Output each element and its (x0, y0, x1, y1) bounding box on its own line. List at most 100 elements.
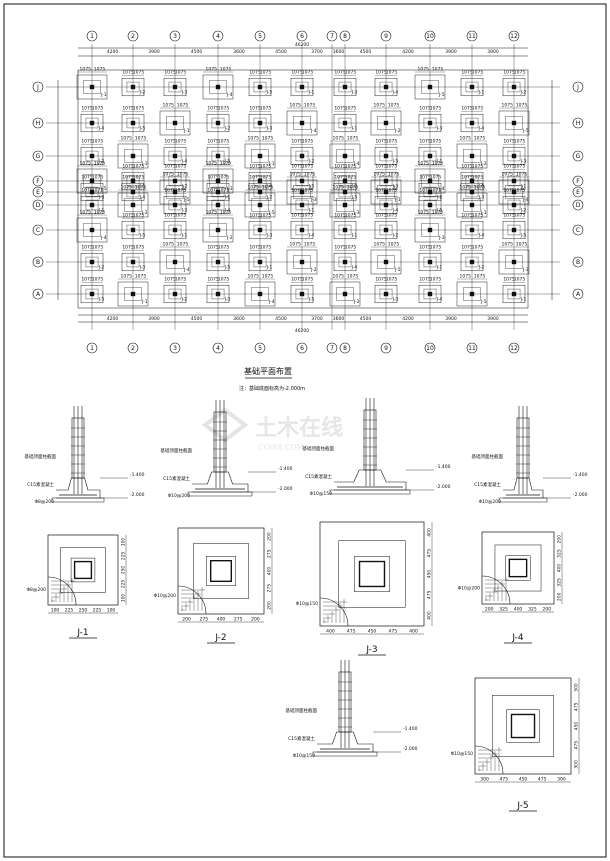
footing-tag: J-4 (478, 126, 485, 132)
footing-tag: J-5 (100, 186, 107, 192)
footing-dim-text: 1075 (122, 175, 134, 181)
footing-tag: J-5 (308, 297, 315, 303)
footing-id: J-3 (365, 645, 377, 655)
column-section (257, 189, 263, 195)
footing-tag: J-3 (478, 195, 485, 201)
footing-step (507, 81, 521, 93)
pad-dim-v: 400 (267, 567, 273, 576)
footing-profile (334, 469, 407, 491)
watermark-sub: COI88.COM (258, 443, 304, 452)
footing-tag: J-4 (100, 235, 107, 241)
pad-dim: 325 (528, 607, 537, 613)
pad-outline (319, 521, 425, 627)
column-section (427, 84, 433, 90)
footing-dim-text: 1075 (302, 213, 314, 219)
footing-tag: J-2 (520, 208, 527, 214)
footing-step (336, 198, 354, 212)
footing-tag: J-5 (266, 90, 273, 96)
footing-dim-text: 1075 (94, 161, 106, 167)
footing-tag: J-3 (353, 210, 360, 216)
footing-dim-text: 1075 (248, 274, 260, 280)
footing-step (253, 81, 267, 93)
column-section (469, 291, 475, 297)
column-section (130, 291, 136, 297)
footing-profile (503, 477, 544, 499)
footing-tag: J-1 (520, 184, 527, 190)
axis-label: F (36, 178, 40, 185)
footing-dim-text: 1075 (514, 70, 526, 76)
axis-bubble (380, 30, 392, 42)
footing-step (124, 198, 142, 212)
footing-step (423, 117, 437, 129)
footing-dim-text: 1075 (81, 139, 93, 145)
footing-dim-text: 1075 (175, 188, 187, 194)
footing-tag: J-2 (308, 159, 315, 165)
footing-dim-text: 1075 (302, 188, 314, 194)
column-section (427, 227, 433, 233)
footing-dim-text: 1075 (177, 172, 189, 178)
axis-bubble (572, 150, 584, 162)
axis-label: D (36, 202, 41, 209)
footing-step (124, 149, 142, 163)
footing-tag: J-3 (98, 195, 105, 201)
footing-tag: J-5 (183, 197, 190, 203)
footing-dim-text: 1075 (334, 213, 346, 219)
top-spacing: 3600 (333, 49, 345, 55)
overall-width: 46200 (295, 328, 309, 334)
footing-outline (286, 110, 318, 136)
column-section (469, 84, 475, 90)
footing-step (465, 224, 479, 236)
pad-dim-v: 400 (557, 564, 563, 573)
footing-outline (290, 195, 314, 215)
column-section (342, 178, 348, 184)
footing-tag: J-3 (438, 235, 445, 241)
axis-label: H (36, 120, 41, 127)
footing-tag: J-3 (224, 297, 231, 303)
column-section (299, 120, 305, 126)
footing-tag: J-2 (98, 265, 105, 271)
elev-bottom: -2.000 (403, 746, 418, 752)
footing-dim-text: 1075 (460, 274, 472, 280)
footing-dim-text: 1075 (418, 210, 430, 216)
footing-tag: J-1 (308, 90, 315, 96)
footing-tag: J-5 (98, 297, 105, 303)
column-section (427, 120, 433, 126)
footing-dim-text: 1075 (218, 245, 230, 251)
axis-label: C (36, 227, 40, 234)
footing-dim-text: 1075 (121, 185, 133, 191)
footing-step (295, 175, 309, 187)
footing-dim-text: 1075 (81, 245, 93, 251)
footing-dim-text: 1075 (260, 106, 272, 112)
footing-step (126, 175, 140, 187)
axis-bubble (254, 30, 266, 42)
footing-step (83, 80, 101, 94)
footing-dim-text: 1075 (175, 139, 187, 145)
footing-dim-text: 1075 (302, 70, 314, 76)
column-section (299, 153, 305, 159)
footing-outline (248, 182, 272, 202)
footing-tag: J-4 (181, 159, 188, 165)
column-section (511, 120, 517, 126)
footing-step (463, 149, 481, 163)
top-spacing: 4500 (360, 49, 372, 55)
footing-dim-text: 1075 (345, 164, 357, 170)
footing-step (85, 150, 99, 162)
footing-dim-text: 1075 (207, 277, 219, 283)
footing-step (211, 117, 225, 129)
footing-step (295, 150, 309, 162)
footing-step (168, 81, 182, 93)
footing-dim-text: 1075 (92, 175, 104, 181)
pad-dim-v: 450 (427, 570, 433, 579)
bottom-spacing: 3600 (333, 316, 345, 322)
column-section (427, 291, 433, 297)
column-section (89, 259, 95, 265)
footing-dim-text: 1075 (472, 213, 484, 219)
pad-dim: 325 (499, 607, 508, 613)
footing-outline (502, 77, 526, 97)
column-section (215, 202, 221, 208)
footing-step (211, 150, 225, 162)
column-section (469, 153, 475, 159)
footing-dim-text: 1075 (333, 136, 345, 142)
footing-dim-text: 1075 (121, 274, 133, 280)
